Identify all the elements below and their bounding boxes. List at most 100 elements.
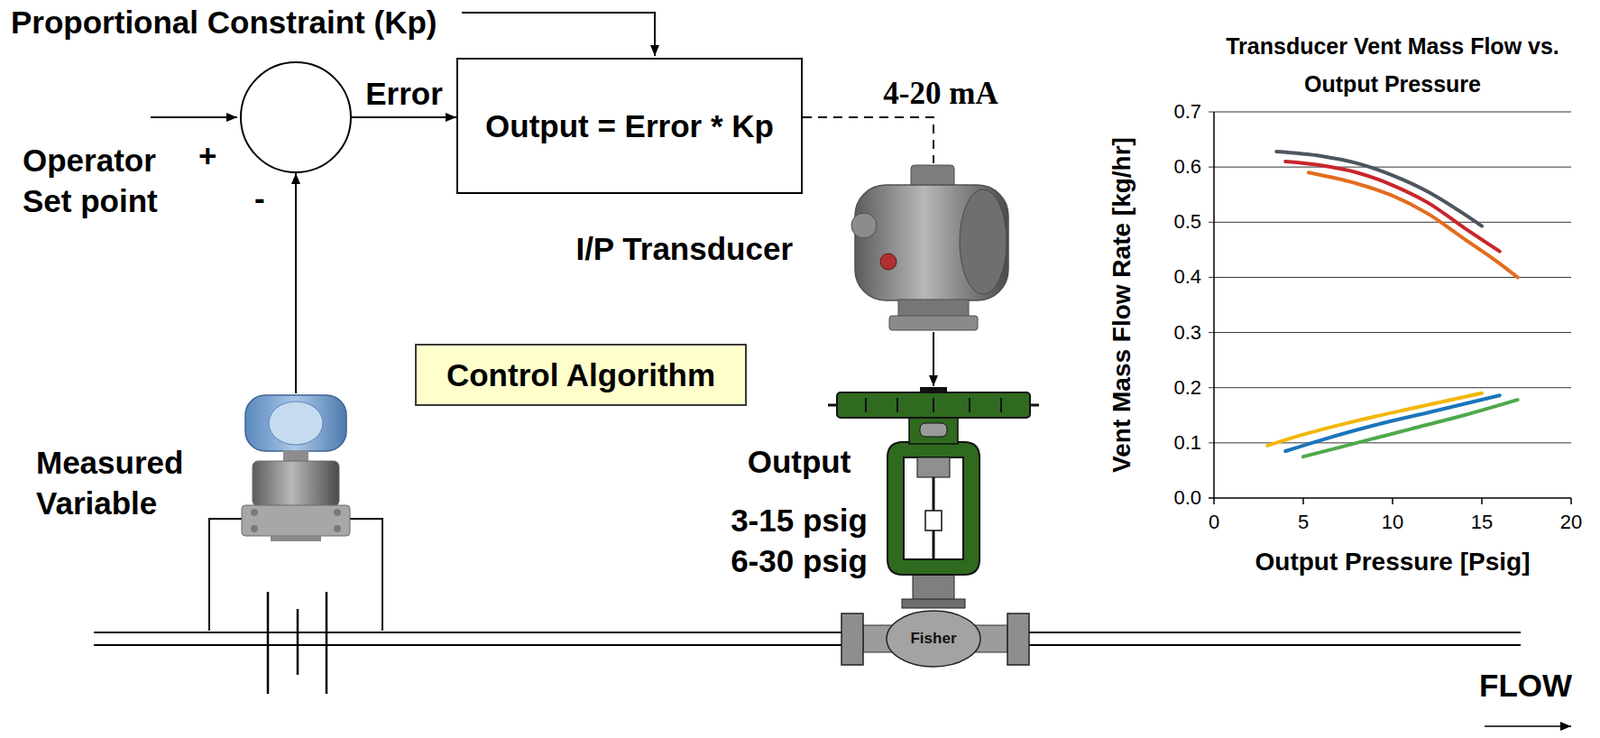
ip-transducer-art	[959, 189, 1007, 295]
data-series	[1303, 399, 1518, 457]
device-slot: I/P Transducer	[575, 228, 793, 269]
ip-transducer-art	[889, 315, 978, 331]
chart-axes	[1213, 111, 1215, 498]
controller-box: Output = Error * Kp	[456, 57, 803, 194]
y-tick-label: 0.3	[1173, 321, 1202, 345]
setpoint-label: Operator Set point	[22, 139, 181, 221]
control-valve-art	[1000, 397, 1003, 413]
chart-grid	[1208, 111, 1572, 113]
control-valve-art	[887, 441, 980, 575]
y-tick-label: 0.0	[1173, 486, 1202, 510]
x-axis-title-text: Output Pressure [Psig]	[1255, 546, 1531, 578]
device-label: Measured Variable	[36, 441, 203, 524]
pressure-transmitter-art	[241, 395, 350, 542]
flow-arrow	[1484, 725, 1572, 727]
x-tick-label: 5	[1297, 510, 1309, 534]
range-slot: 3-15 psig 6-30 psig	[721, 499, 877, 581]
brand-slot: Fisher	[910, 629, 957, 648]
y-tick-label-text: 0.4	[1173, 265, 1202, 289]
ip-transducer: I/P Transducer	[846, 163, 1021, 332]
pressure-transmitter: Measured Variable	[239, 393, 352, 542]
edge-label-slot: Error	[365, 73, 443, 114]
data-series	[1308, 172, 1518, 277]
x-tick-label: 0	[1208, 510, 1220, 534]
sign-label: +	[198, 135, 217, 176]
setpoint-label-text: Operator Set point	[22, 139, 181, 221]
pressure-transmitter-art	[245, 395, 347, 451]
junction-circle	[240, 62, 351, 173]
control-valve-art	[968, 397, 971, 413]
summing-junction: +-	[239, 61, 352, 174]
control-valve-art	[864, 397, 867, 413]
brand-mark: Fisher	[910, 629, 957, 648]
x-tick-label-text: 15	[1471, 510, 1493, 534]
pipe	[93, 643, 1521, 646]
formula-slot: Output = Error * Kp	[485, 105, 774, 147]
control-valve-art	[1007, 613, 1030, 665]
x-tick-label: 20	[1560, 510, 1582, 534]
pressure-transmitter-art	[241, 505, 350, 536]
chart-curves	[1267, 151, 1518, 457]
flow-label: FLOW	[1479, 664, 1573, 706]
orifice-plate	[325, 591, 329, 694]
chart-grid	[1208, 386, 1572, 388]
pressure-transmitter-art	[252, 460, 340, 506]
sign-slot: +	[198, 135, 217, 176]
chart-axes	[1570, 497, 1573, 505]
pressure-transmitter-art	[333, 524, 341, 533]
flow-arrow	[1484, 726, 1572, 727]
chart-axes	[1391, 497, 1394, 505]
y-tick-label-text: 0.6	[1173, 155, 1202, 179]
y-tick-label: 0.4	[1173, 265, 1202, 289]
chart-axes	[1208, 111, 1572, 505]
pipe	[93, 632, 1521, 645]
constraint-arrow	[461, 12, 655, 56]
pressure-transmitter-art	[270, 535, 322, 542]
chart-axes	[1302, 497, 1305, 505]
y-tick-label: 0.6	[1173, 155, 1202, 179]
control-valve-art	[932, 397, 935, 413]
chart-axes	[1208, 496, 1572, 499]
x-tick-label-text: 10	[1381, 510, 1404, 534]
pressure-transmitter-art	[268, 401, 323, 445]
chart-grid	[1208, 111, 1572, 443]
constraint-label-text: Proportional Constraint (Kp)	[10, 1, 437, 43]
device-slot: Output	[721, 441, 877, 482]
control-valve-art	[836, 392, 1030, 418]
box-slot: Control Algorithm	[446, 354, 716, 396]
ip-transducer-art	[851, 212, 877, 239]
y-tick-label-text: 0.2	[1173, 376, 1202, 400]
control-valve: Output3-15 psig 6-30 psigFisher	[829, 386, 1038, 668]
box-title: Control Algorithm	[446, 354, 716, 396]
control-valve-art	[896, 397, 899, 413]
control-valve-art	[865, 397, 1002, 413]
y-tick-label-text: 0.3	[1173, 321, 1202, 345]
pressure-transmitter-art	[333, 508, 341, 516]
y-axis-title-text: Vent Mass Flow Rate [kg/hr]	[1106, 137, 1138, 473]
measurement-signal	[294, 173, 297, 394]
pipe	[93, 631, 1521, 634]
chart-grid	[1208, 441, 1572, 443]
chart-title-text: Transducer Vent Mass Flow vs. Output Pre…	[1212, 27, 1573, 103]
pressure-transmitter-art	[250, 524, 258, 533]
pneumatic-signal	[932, 331, 935, 387]
control-valve-art	[925, 510, 942, 531]
signal-label: 4-20 mA	[882, 73, 998, 114]
x-tick-label: 10	[1381, 510, 1404, 534]
control-valve-art	[919, 386, 948, 394]
pressure-transmitter-art	[283, 450, 309, 462]
algorithm-box: Control Algorithm	[414, 343, 747, 406]
constraint-arrow	[461, 12, 655, 56]
chart-axes	[1480, 497, 1483, 505]
impulse-lines	[349, 518, 383, 631]
y-axis-title: Vent Mass Flow Rate [kg/hr]	[1106, 137, 1138, 473]
pressure-transmitter-art	[250, 508, 258, 516]
chart-axes	[1213, 497, 1215, 505]
y-tick-label-text: 0.7	[1173, 100, 1202, 124]
control-valve-art	[917, 457, 950, 478]
x-axis-title: Output Pressure [Psig]	[1255, 546, 1531, 578]
flow-label-text: FLOW	[1479, 664, 1573, 706]
ip-transducer-art	[898, 299, 969, 318]
x-tick-label-text: 0	[1208, 510, 1220, 534]
